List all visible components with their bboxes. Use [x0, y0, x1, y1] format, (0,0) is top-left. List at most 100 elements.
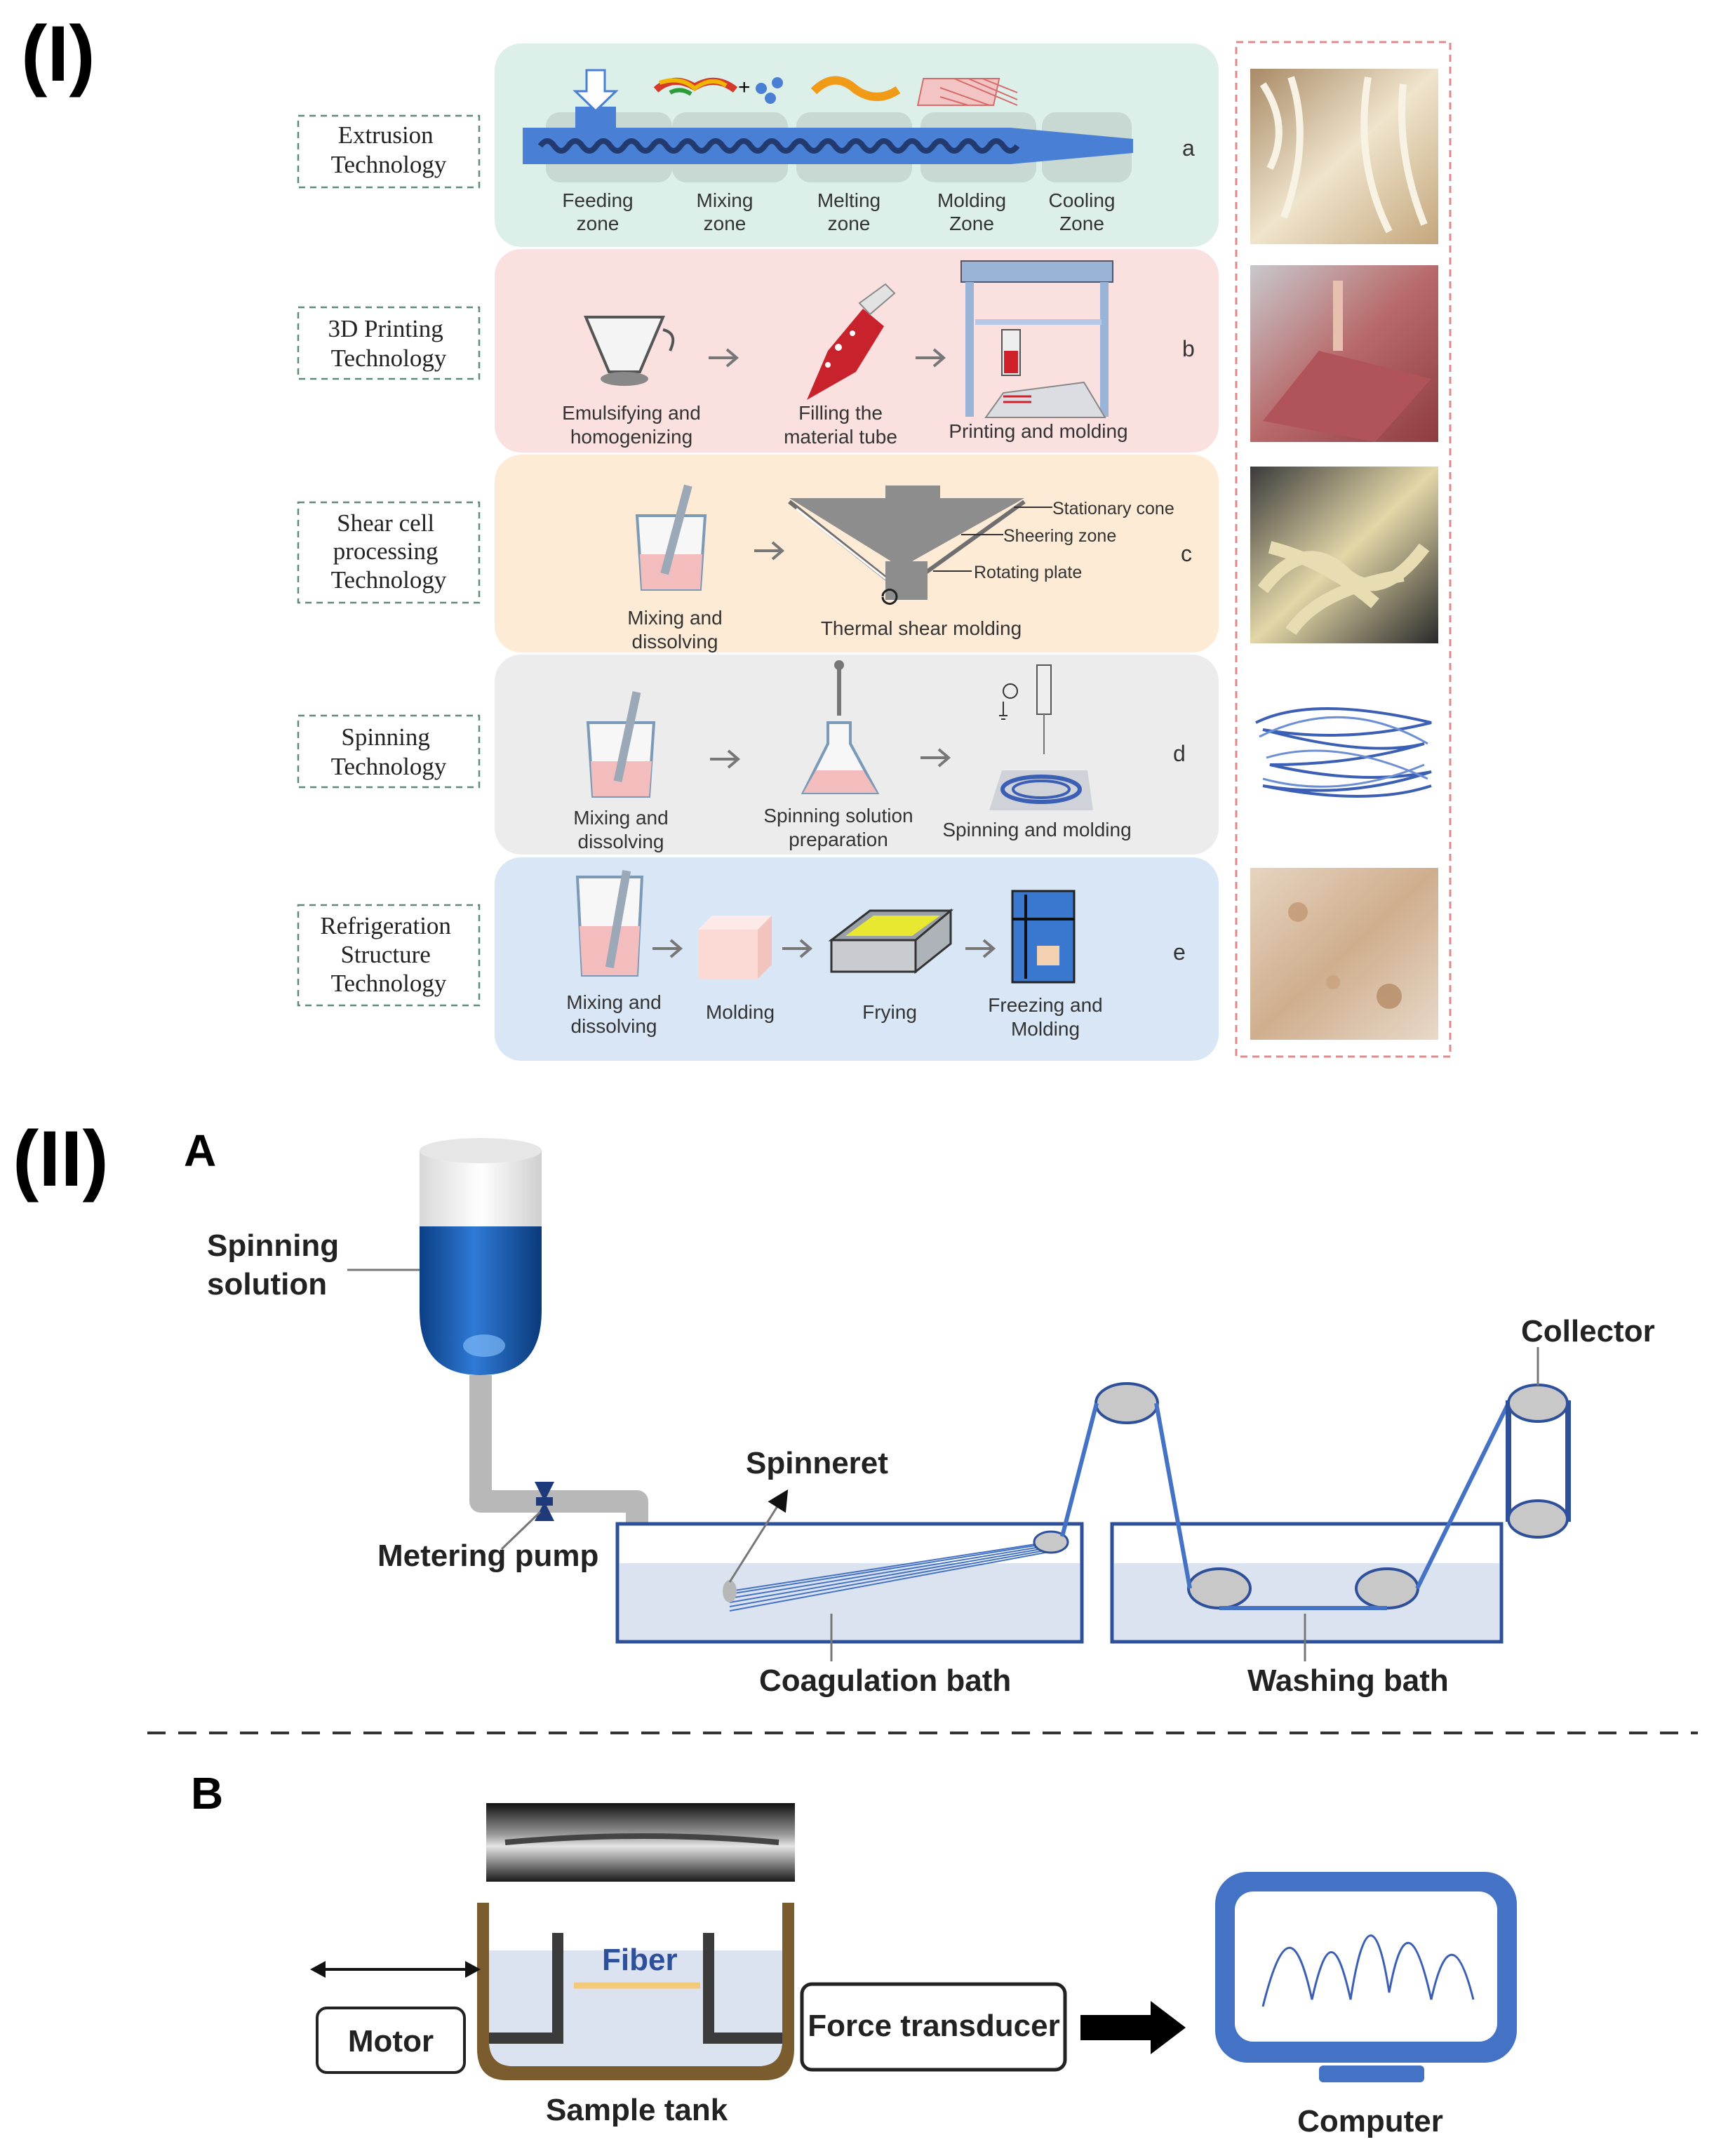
spinneret-head [723, 1580, 737, 1602]
row-d-tag: d [1173, 741, 1186, 766]
category-c-line2: processing [333, 537, 438, 565]
fiber-bundle [729, 1541, 1050, 1612]
category-d-line1: Spinning [341, 723, 429, 751]
category-box-a [297, 114, 481, 189]
coagulation-bath-label: Coagulation bath [759, 1663, 1011, 1698]
zone-molding-l1: Molding [937, 189, 1006, 211]
category-box-b [297, 306, 481, 380]
step-b1-l2: homogenizing [570, 426, 692, 448]
callout-sheering-zone: Sheering zone [1003, 526, 1116, 546]
category-box-e [297, 904, 481, 1007]
svg-text:Refrigeration Structure: Refrigeration Structure Technology [320, 912, 457, 997]
zone-melting-l2: zone [828, 213, 871, 234]
step-c2-l1: Thermal shear molding [821, 617, 1022, 639]
spinneret-label: Spinneret [746, 1446, 888, 1480]
row-e-tag: e [1173, 939, 1186, 965]
step-b3-l1: Printing and molding [949, 420, 1127, 442]
photo-e [1250, 868, 1438, 1040]
force-transducer-label: Force transducer [808, 2009, 1059, 2043]
metering-pump-icon [535, 1482, 554, 1521]
sample-tank-label: Sample tank [546, 2093, 728, 2127]
fiber-path [1060, 1402, 1511, 1610]
category-e-line1: Refrigeration [320, 912, 451, 939]
callout-rotating-plate: Rotating plate [974, 563, 1082, 582]
roller-wash-1 [1187, 1567, 1252, 1609]
metering-pump-label: Metering pump [377, 1539, 598, 1573]
svg-text:+: + [738, 76, 751, 99]
zone-cooling-l2: Zone [1059, 213, 1104, 234]
step-d3-l1: Spinning and molding [942, 819, 1131, 841]
step-c1-l2: dissolving [632, 631, 718, 652]
washing-bath-label: Washing bath [1247, 1663, 1449, 1698]
panel-a-label: A [184, 1125, 216, 1176]
zone-mixing-l2: zone [704, 213, 746, 234]
step-e1-l1: Mixing and [566, 991, 661, 1013]
svg-text:Spinning Technology: Spinning Technology [331, 723, 447, 780]
category-c-line1: Shear cell [337, 509, 434, 537]
part2-label: (II) [13, 1115, 109, 1203]
row-a-tag: a [1182, 135, 1195, 161]
category-d-line2: Technology [331, 753, 447, 780]
step-d1-l2: dissolving [578, 831, 664, 852]
collector-label: Collector [1521, 1314, 1655, 1348]
computer-label: Computer [1297, 2104, 1443, 2138]
step-e4-l2: Molding [1011, 1018, 1080, 1040]
spinning-solution-l1: Spinning [207, 1228, 339, 1263]
step-c1-l1: Mixing and [627, 607, 722, 629]
step-d1-l1: Mixing and [573, 807, 668, 829]
zone-feeding-l2: zone [577, 213, 620, 234]
printing-illustration [583, 260, 1113, 418]
step-b2-l1: Filling the [798, 402, 883, 424]
step-b2-l2: material tube [784, 426, 897, 448]
step-d2-l1: Spinning solution [763, 805, 913, 826]
category-c-line3: Technology [331, 566, 447, 594]
zone-melting-l1: Melting [817, 189, 881, 211]
row-b-tag: b [1182, 336, 1195, 361]
step-e4-l1: Freezing and [988, 994, 1102, 1016]
zone-molding-l2: Zone [949, 213, 994, 234]
roller-top-1 [1094, 1382, 1159, 1424]
computer-monitor-icon [1215, 1872, 1517, 2082]
svg-text:3D Printing Technology: 3D Printing Technology [328, 315, 449, 372]
force-transducer-box [800, 1982, 1067, 2072]
zone-feeding-l1: Feeding [562, 189, 633, 211]
collector-reel [1506, 1384, 1571, 1539]
spinning-solution-l2: solution [207, 1267, 327, 1301]
category-b-line2: Technology [331, 344, 447, 372]
step-b1-l1: Emulsifying and [562, 402, 701, 424]
panel-b-label: B [191, 1768, 223, 1819]
step-e1-l2: dissolving [571, 1015, 657, 1037]
svg-text:Extrusion Technology: Extrusion Technology [331, 121, 447, 178]
callout-stationary-cone: Stationary cone [1052, 499, 1174, 518]
refrigeration-illustration [575, 870, 1076, 984]
step-d2-l2: preparation [789, 829, 888, 850]
spinning-illustration [586, 660, 1093, 810]
roller-coag [1033, 1530, 1069, 1554]
category-a-line1: Extrusion [338, 121, 434, 149]
category-b-line1: 3D Printing [328, 315, 443, 342]
svg-text:Spinning solution: Spinning solution [207, 1228, 347, 1301]
category-e-line2: Structure [340, 941, 430, 968]
signal-arrow [1080, 2001, 1186, 2054]
shear-cell-illustration [635, 484, 1052, 605]
row-c-tag: c [1181, 541, 1192, 566]
extruder-illustration: + [523, 69, 1133, 182]
svg-text:Shear cell processing: Shear cell processing Technology [331, 509, 447, 594]
sample-tank [477, 1903, 794, 2080]
motor-box [316, 2007, 466, 2074]
roller-wash-2 [1355, 1567, 1419, 1609]
fiber-label: Fiber [602, 1943, 678, 1977]
photo-column-frame [1235, 41, 1452, 1058]
category-box-c [297, 501, 481, 604]
motor-label: Motor [348, 2024, 434, 2058]
zone-mixing-l1: Mixing [697, 189, 754, 211]
part1-label: (I) [21, 10, 95, 98]
zone-cooling-l1: Cooling [1049, 189, 1116, 211]
step-e3-l1: Frying [862, 1001, 917, 1023]
step-e2-l1: Molding [706, 1001, 775, 1023]
category-box-d [297, 714, 481, 789]
category-a-line2: Technology [331, 151, 447, 178]
spinning-solution-reservoir [420, 1138, 542, 1375]
category-e-line3: Technology [331, 970, 447, 997]
